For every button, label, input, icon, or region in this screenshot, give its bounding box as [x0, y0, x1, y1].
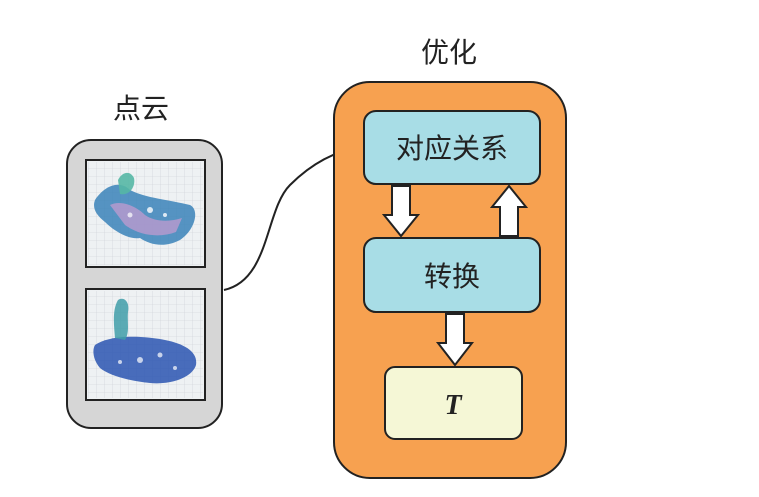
transform-label: 转换: [424, 260, 480, 293]
transform-node: [363, 237, 541, 313]
point-cloud-label: 点云: [113, 92, 169, 125]
result-label: T: [444, 390, 463, 421]
point-cloud-image-target: [85, 288, 206, 401]
down-arrow-1: [381, 185, 421, 238]
down-arrow-2: [435, 313, 475, 367]
result-node: [384, 366, 523, 440]
up-arrow: [489, 184, 529, 237]
correspondence-label: 对应关系: [396, 132, 508, 165]
correspondence-node: [363, 110, 541, 185]
optimization-label: 优化: [421, 36, 477, 69]
point-cloud-image-source: [85, 159, 206, 268]
